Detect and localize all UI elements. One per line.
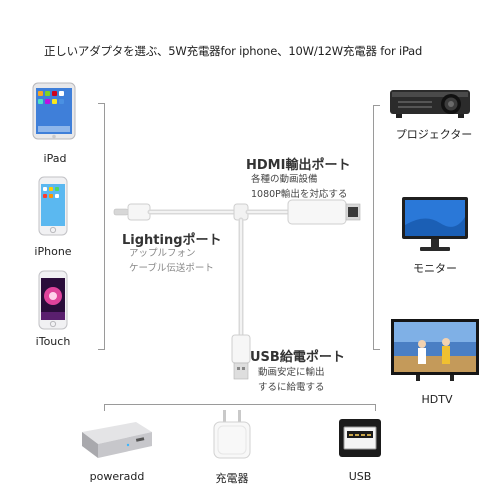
usb-port-icon bbox=[338, 418, 382, 458]
right-bracket-bottom-tick bbox=[373, 349, 380, 350]
hdtv-label: HDTV bbox=[421, 393, 453, 406]
usb-port-title: USB給電ポート bbox=[250, 350, 345, 365]
monitor-label: モニター bbox=[413, 262, 457, 275]
ipad-label: iPad bbox=[43, 152, 67, 165]
hdmi-port-line-1: 各種の動画設備 bbox=[251, 174, 318, 185]
itouch-icon bbox=[38, 270, 68, 330]
lighting-port-line-2: ケーブル伝送ポート bbox=[129, 263, 214, 274]
adapter-cable bbox=[110, 190, 370, 400]
iphone-icon bbox=[38, 176, 68, 236]
charger-icon bbox=[210, 408, 254, 462]
left-bracket-bottom-tick bbox=[98, 349, 105, 350]
left-bracket bbox=[104, 103, 105, 350]
iphone-label: iPhone bbox=[34, 245, 72, 258]
charger-label: 充電器 bbox=[215, 472, 249, 485]
power-bank-label: poweradd bbox=[89, 470, 145, 483]
projector-icon bbox=[388, 84, 472, 120]
monitor-icon bbox=[400, 195, 470, 253]
usb-port-line-1: 動画安定に輸出 bbox=[258, 367, 325, 378]
bottom-bracket bbox=[104, 404, 376, 405]
bottom-bracket-right-tick bbox=[375, 404, 376, 411]
right-bracket bbox=[373, 105, 374, 350]
left-bracket-top-tick bbox=[98, 103, 105, 104]
hdmi-port-line-2: 1080P輸出を対応する bbox=[251, 189, 348, 200]
hdmi-port-title: HDMI輸出ポート bbox=[246, 158, 351, 173]
power-bank-icon bbox=[76, 418, 156, 462]
lighting-port-line-1: アップルフォン bbox=[129, 248, 196, 259]
itouch-label: iTouch bbox=[35, 335, 71, 348]
right-bracket-top-tick bbox=[373, 105, 380, 106]
projector-label: プロジェクター bbox=[395, 128, 473, 141]
hdtv-icon bbox=[390, 318, 480, 384]
lighting-port-title: Lightingポート bbox=[122, 233, 222, 248]
bottom-bracket-left-tick bbox=[104, 404, 105, 411]
header-note: 正しいアダプタを選ぶ、5W充電器for iphone、10W/12W充電器 fo… bbox=[44, 44, 423, 58]
usb-port-line-2: するに給電する bbox=[258, 382, 325, 393]
usb-port-label: USB bbox=[348, 470, 372, 483]
ipad-icon bbox=[32, 82, 76, 140]
